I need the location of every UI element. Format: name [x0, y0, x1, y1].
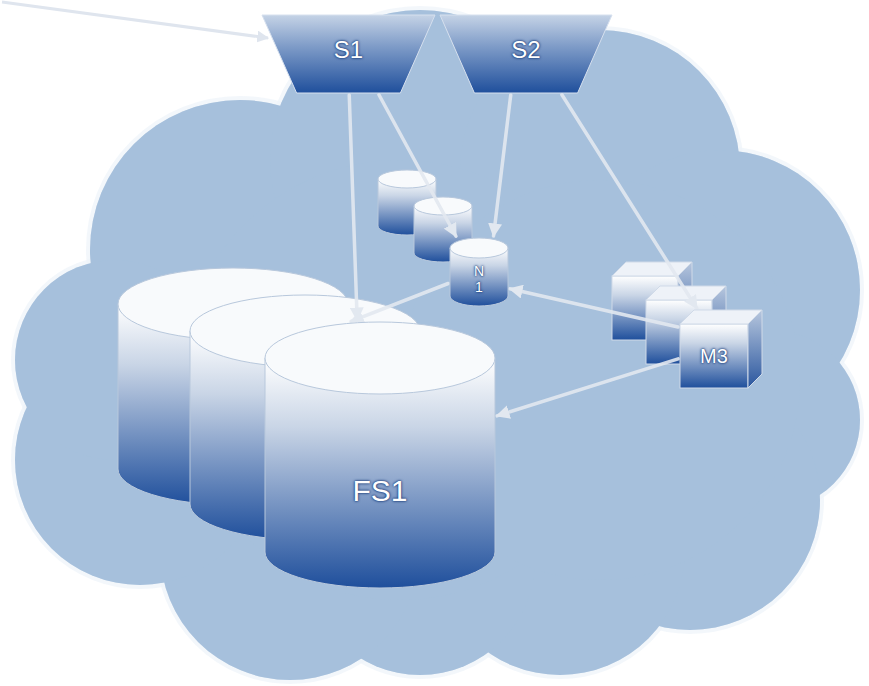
server-trapezoid: S1 — [262, 15, 435, 93]
storage-cylinder: FS1 — [265, 322, 495, 588]
connector-arrow — [510, 289, 678, 327]
node-label: N 1 — [471, 263, 487, 295]
connector-arrow — [349, 95, 357, 320]
storage-cylinder-outline — [265, 322, 495, 588]
connector-arrow — [351, 284, 448, 322]
node-label: M3 — [700, 345, 728, 368]
incoming-arrow — [2, 2, 268, 38]
cloud-fill — [15, 10, 860, 680]
connector-arrow — [494, 95, 511, 236]
node-label: FS1 — [352, 474, 407, 509]
node-label: S2 — [511, 36, 540, 64]
module-cube: M3 — [680, 310, 762, 388]
server-trapezoid: S2 — [440, 15, 612, 93]
connector-arrow — [379, 95, 456, 237]
cloud-outline — [15, 10, 860, 680]
storage-cylinder: N 1 — [450, 238, 508, 306]
connector-arrow — [562, 95, 697, 309]
node-label: S1 — [334, 36, 363, 64]
connector-arrow — [497, 359, 678, 416]
